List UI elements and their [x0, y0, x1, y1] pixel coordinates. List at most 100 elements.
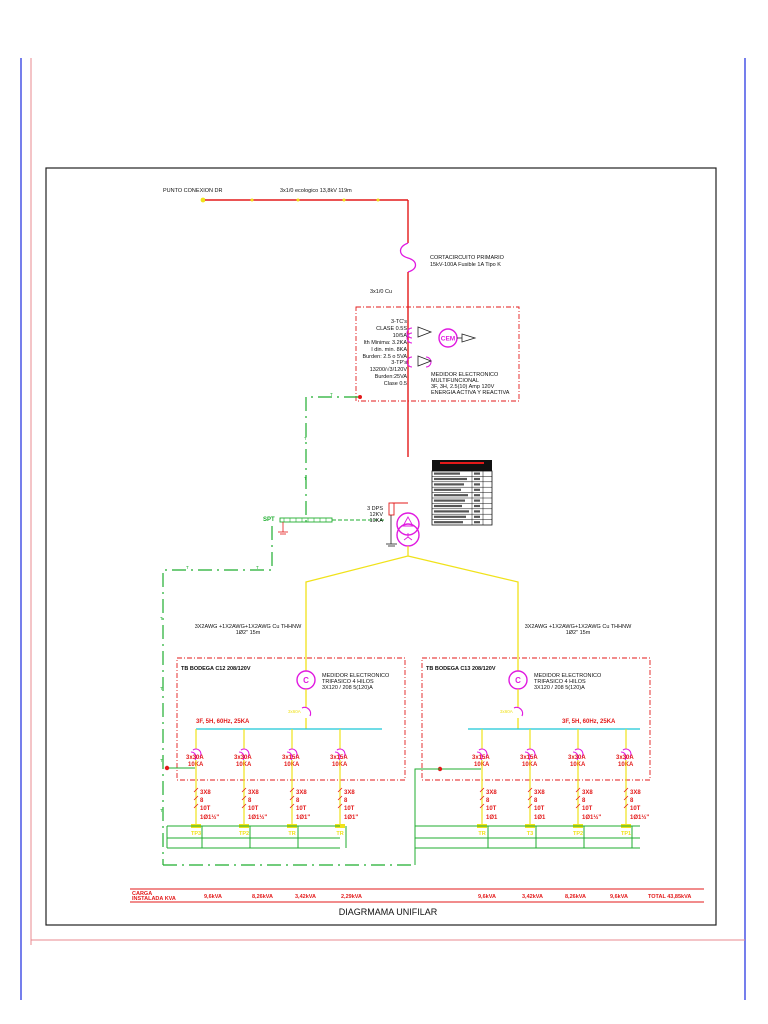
branch-circuit: 3x15A10KA3X8810T1Ø1T3: [520, 729, 546, 837]
conductor-tick: [289, 787, 295, 793]
metering-cell: CEM 3-TC's CLASE 0.5S 10/5A Ith Minima: …: [355, 306, 520, 457]
svg-text:3X2AWG +1X2AWG+1X2AWG Cu THHNW: 3X2AWG +1X2AWG+1X2AWG Cu THHNW: [195, 624, 302, 630]
conductor-spec: 8: [582, 798, 586, 804]
panel-meter-text: 3X120 / 208 5(120)A: [322, 685, 373, 691]
conductor-tick: [479, 795, 485, 801]
multifunction-meter-lines: MEDIDOR ELECTRONICO MULTIFUNCIONAL 3F, 3…: [431, 372, 510, 396]
conductor-spec: 1Ø1": [296, 815, 310, 821]
conductor-spec: 10T: [344, 806, 355, 812]
mv-cable-label: 3x1/0 Cu: [370, 289, 392, 295]
conductor-tick: [337, 803, 343, 809]
conductor-tick: [575, 795, 581, 801]
breaker-rating: 3x30A: [186, 755, 204, 761]
conductor-spec: 8: [248, 798, 252, 804]
main-breaker-label: 3x60A: [500, 709, 513, 714]
conductor-tick: [241, 803, 247, 809]
source-connection-point: [200, 197, 206, 203]
load-name: TP3: [191, 831, 201, 837]
table-cell-text: [474, 499, 480, 502]
svg-text:T: T: [304, 436, 307, 441]
svg-text:T: T: [160, 616, 163, 621]
branch-breaker-symbol: [574, 748, 584, 758]
right-panel-ground-route: [414, 768, 440, 865]
table-cell-text: [434, 488, 461, 491]
svg-text:MULTIFUNCIONAL: MULTIFUNCIONAL: [431, 378, 479, 384]
branch-circuit: 3x15A10KA3X8810T1Ø1"TR: [282, 729, 310, 837]
table-cell-text: [474, 488, 480, 491]
conductor-spec: 8: [200, 798, 204, 804]
cutout-spec: 15kV-100A Fusible 1A Tipo K: [430, 262, 501, 268]
conductor-spec: 10T: [630, 806, 641, 812]
svg-text:Ith Minima: 3.2KA: Ith Minima: 3.2KA: [364, 340, 408, 346]
conductor-spec: 10T: [248, 806, 259, 812]
table-cell-text: [474, 504, 480, 508]
conductor-tick: [289, 795, 295, 801]
load-name: TR: [478, 831, 485, 837]
transformer-data-table: [431, 460, 493, 526]
conductor-spec: 1Ø1": [344, 815, 358, 821]
main-breaker-symbol: [301, 706, 312, 717]
breaker-rating: 3x30A: [234, 755, 252, 761]
breaker-rating: 3x15A: [282, 755, 300, 761]
drawing-frame: [45, 167, 717, 926]
conductor-spec: 3X8: [534, 790, 545, 796]
branch-circuit: 3x15A10KA3X8810T1Ø1TR: [472, 729, 498, 837]
conductor-spec: 1Ø1½": [582, 814, 601, 821]
conductor-spec: 8: [296, 798, 300, 804]
branch-breaker-symbol: [622, 748, 632, 758]
bus-label: 3F, 5H, 60Hz, 25KA: [196, 719, 250, 725]
conductor-spec: 3X8: [344, 790, 355, 796]
branch-breaker-symbol: [336, 748, 346, 758]
branch-circuit: 3x15A10KA3X8810T1Ø1"TR: [330, 729, 358, 837]
branch-circuit: 3x30A10KA3X8810T1Ø1½"TP2: [568, 729, 601, 837]
svg-text:ENERGIA ACTIVA Y REACTIVA: ENERGIA ACTIVA Y REACTIVA: [431, 390, 510, 396]
load-value: 9,6kVA: [610, 894, 628, 900]
panel-meter-label: C: [515, 676, 521, 685]
main-breaker-label: 3x60A: [288, 709, 301, 714]
conductor-tick: [241, 795, 247, 801]
svg-text:Clase 0.5: Clase 0.5: [384, 381, 407, 387]
table-cell-text: [474, 483, 480, 486]
conductor-spec: 8: [534, 798, 538, 804]
load-name: T3: [527, 831, 533, 837]
ground-t-labels: T T T T T T T T T: [160, 392, 333, 813]
conductor-tick: [337, 787, 343, 793]
table-title-bar: [440, 462, 484, 464]
svg-text:13200/√3/120V: 13200/√3/120V: [370, 366, 408, 373]
svg-text:T: T: [160, 808, 163, 813]
table-cell-text: [474, 477, 480, 481]
feeder-cable-right: 3X2AWG +1X2AWG+1X2AWG Cu THHNW 1Ø2" 15m: [525, 624, 632, 636]
conductor-spec: 8: [630, 798, 634, 804]
breaker-rating: 3x30A: [568, 755, 586, 761]
table-cell-text: [434, 510, 469, 513]
conductor-spec: 1Ø1: [486, 815, 498, 821]
load-name: TP1: [621, 831, 631, 837]
load-value: 2,29kVA: [341, 894, 362, 900]
conductor-tick: [479, 803, 485, 809]
conductor-spec: 3X8: [200, 790, 211, 796]
svg-text:3-TC's: 3-TC's: [391, 319, 407, 325]
load-name: TP2: [573, 831, 583, 837]
conductor-spec: 10T: [200, 806, 211, 812]
dps-line-1: 3 DPS: [367, 506, 383, 512]
svg-text:T: T: [304, 476, 307, 481]
pt-spec-lines: 3-TP's 13200/√3/120V Burden:25VA Clase 0…: [370, 360, 408, 387]
panel-meter-text: 3X120 / 208 5(120)A: [534, 685, 585, 691]
panel-meter-text: MEDIDOR ELECTRONICO: [322, 673, 390, 679]
branch-breaker-symbol: [238, 751, 245, 761]
source-line: PUNTO CONEXION DR 3x1/0 ecologico 13,8kV…: [163, 188, 409, 243]
load-label-1: CARGA: [132, 891, 152, 897]
branch-breaker-symbol: [572, 751, 579, 761]
table-cell-text: [434, 521, 463, 524]
load-label-2: INSTALADA KVA: [132, 896, 176, 902]
ground-conductors: [162, 396, 415, 866]
conductor-spec: 3X8: [582, 790, 593, 796]
conductor-tick: [527, 787, 533, 793]
bus-label: 3F, 5H, 60Hz, 25KA: [562, 719, 616, 725]
conductor-spec: 10T: [486, 806, 497, 812]
conductor-tick: [289, 803, 295, 809]
svg-text:10/5A: 10/5A: [393, 333, 408, 339]
breaker-rating: 3x15A: [330, 755, 348, 761]
table-cell-text: [474, 494, 480, 497]
